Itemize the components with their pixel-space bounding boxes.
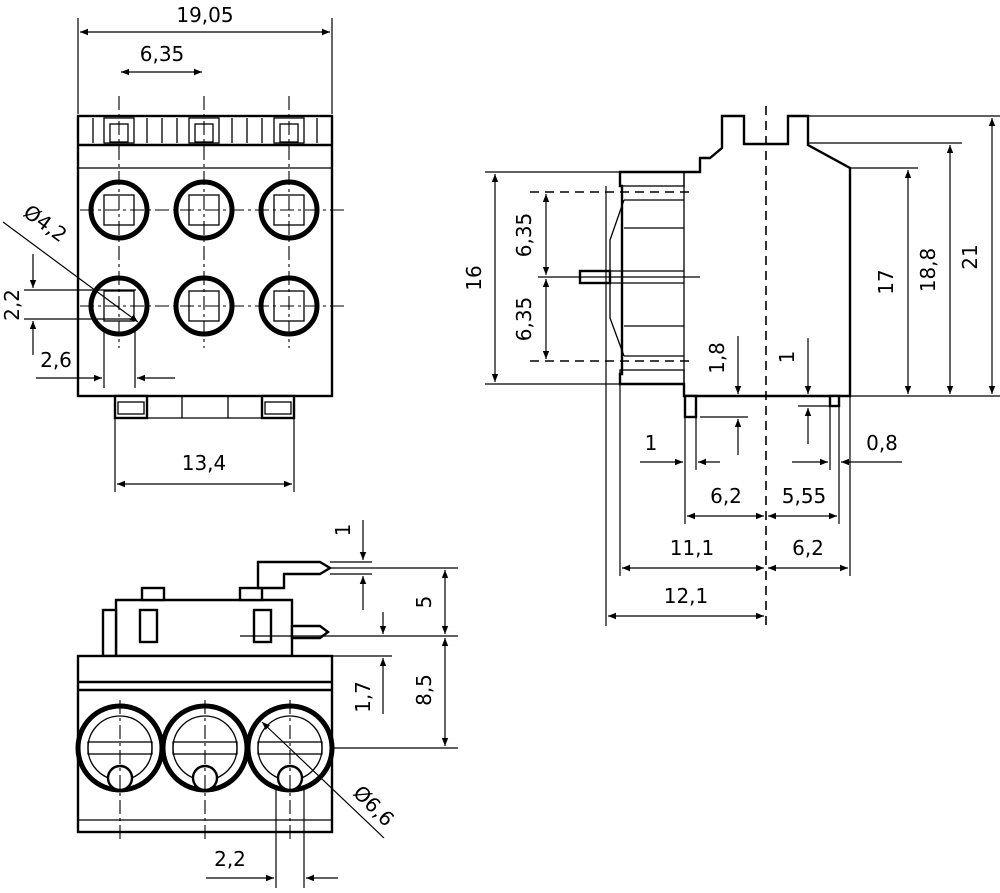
front-feet [113, 394, 296, 420]
label-6-35-upper: 6,35 [512, 213, 536, 258]
side-pin-right [828, 394, 841, 408]
dim-front-total-width: 19,05 [77, 3, 333, 114]
label-12-1: 12,1 [664, 584, 709, 608]
side-view: 16 6,35 6,35 17 18,8 21 [462, 106, 1000, 626]
label-17: 17 [874, 269, 898, 294]
dim-front-hole-width: 2,6 [36, 330, 175, 388]
side-extension-lines [605, 186, 851, 626]
label-1-7: 1,7 [351, 681, 375, 713]
bottom-view: 1 5 1,7 8,5 Ø6,6 [75, 520, 458, 888]
dim-side-height-16: 16 [462, 171, 620, 385]
dim-bottom-height-5: 5 [240, 567, 458, 637]
label-6-35-front: 6,35 [140, 42, 185, 66]
label-16: 16 [462, 265, 486, 290]
bottom-nub-right [238, 586, 264, 602]
bottom-slot-right [252, 608, 273, 644]
dim-bottom-pin-spacing: 2,2 [206, 790, 338, 888]
label-5-55: 5,55 [782, 484, 827, 508]
dim-side-pin-width-1: 1 [640, 431, 720, 466]
dim-side-width-12-1: 12,1 [608, 584, 764, 620]
dim-side-height-21: 21 [808, 115, 1000, 394]
label-6-2-a: 6,2 [710, 484, 742, 508]
side-pin-left [683, 394, 698, 419]
dim-side-widths-row2: 11,1 6,2 [622, 536, 848, 572]
side-body-outline [618, 114, 852, 398]
label-18-8: 18,8 [916, 248, 940, 293]
label-1-8: 1,8 [705, 342, 729, 374]
label-8-5: 8,5 [412, 674, 436, 706]
label-11-1: 11,1 [670, 536, 715, 560]
front-screw-slots [92, 117, 318, 144]
label-21: 21 [958, 244, 982, 269]
front-body-outline [76, 114, 334, 398]
front-view: 19,05 6,35 Ø4,2 2,2 2,6 [0, 3, 346, 492]
bottom-slot-left [138, 608, 159, 644]
front-center-lines [80, 96, 346, 348]
bottom-left-tab [101, 608, 118, 658]
bottom-nub-left [140, 586, 166, 602]
dim-side-height-17: 17 [850, 167, 1000, 397]
dim-bottom-pin-thickness: 1 [330, 520, 372, 610]
label-5: 5 [412, 596, 436, 609]
label-19-05: 19,05 [176, 3, 233, 27]
dim-front-pitch: 6,35 [121, 42, 202, 76]
dim-side-pin-width-0-8: 0,8 [792, 431, 902, 466]
bottom-bent-pin [256, 560, 333, 590]
label-1-side: 1 [775, 351, 799, 364]
label-2-2-bottom: 2,2 [214, 847, 246, 871]
label-1-bottom: 1 [331, 524, 355, 537]
label-13-4: 13,4 [182, 451, 227, 475]
dim-front-hole-height: 2,2 [0, 254, 136, 355]
label-2-2-front: 2,2 [0, 289, 24, 321]
label-2-6: 2,6 [40, 348, 72, 372]
label-1-pin-width: 1 [645, 431, 658, 455]
side-chamfer [807, 144, 851, 169]
label-0-8: 0,8 [866, 431, 898, 455]
dim-side-pin-length-1: 1 [775, 338, 830, 444]
side-socket-details [578, 171, 685, 385]
dim-bottom-height-1-7: 1,7 [332, 612, 392, 714]
label-6-2-b: 6,2 [792, 536, 824, 560]
dim-side-pin-length-1-8: 1,8 [700, 336, 748, 455]
dim-side-row-pitch: 6,35 6,35 [512, 194, 700, 359]
label-dia-6-6: Ø6,6 [348, 781, 399, 832]
dim-side-widths-row1: 6,2 5,55 [687, 484, 837, 520]
label-6-35-lower: 6,35 [512, 297, 536, 342]
dim-side-height-18-8: 18,8 [808, 142, 962, 394]
dim-front-pin-span: 13,4 [114, 418, 295, 492]
dim-bottom-height-8-5: 8,5 [332, 638, 458, 749]
